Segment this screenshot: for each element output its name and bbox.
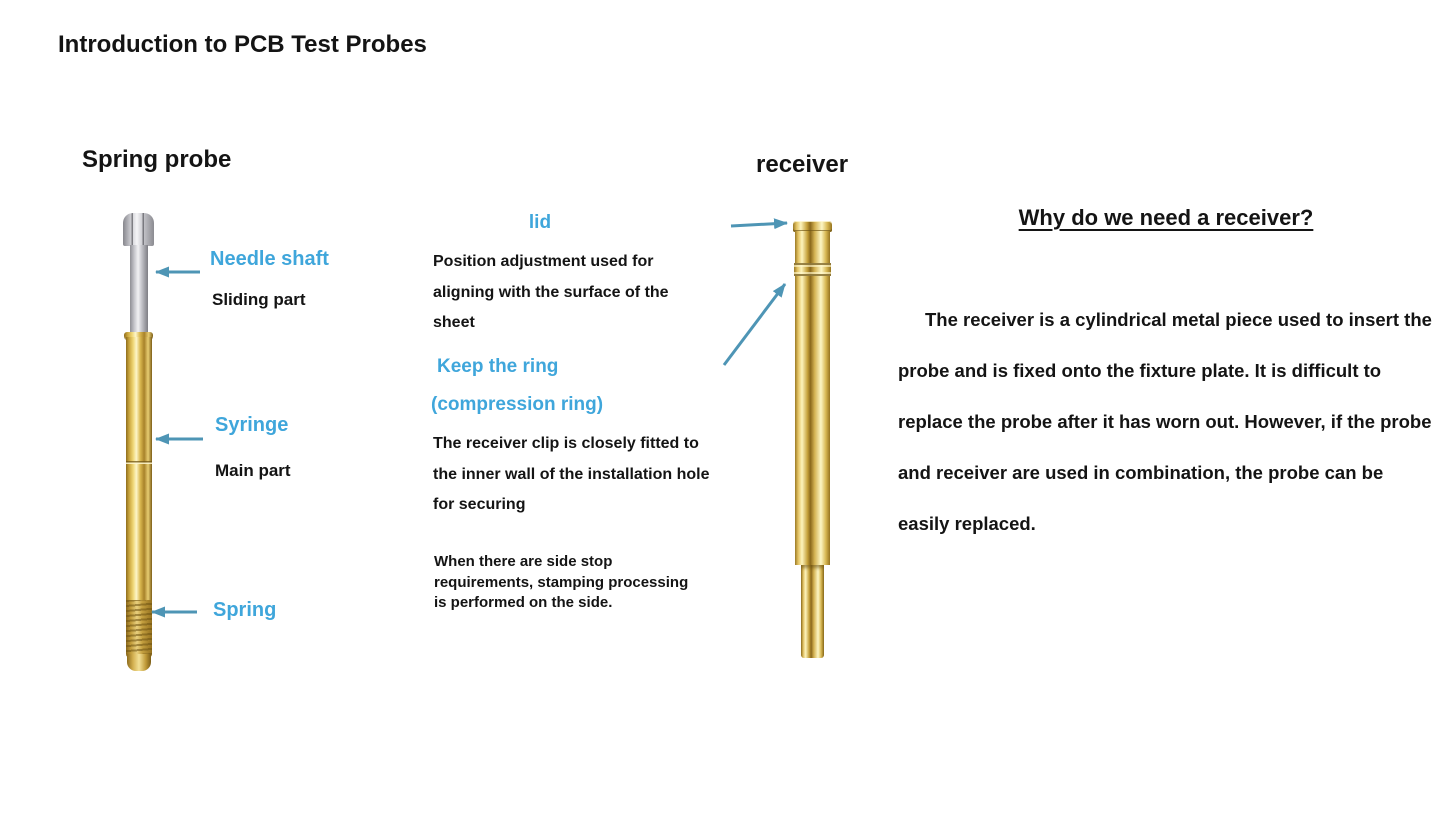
receiver-compression-ring	[794, 263, 831, 276]
probe-bottom-cap	[127, 654, 151, 671]
lid-description: Position adjustment used for aligning wi…	[433, 253, 669, 331]
why-receiver-paragraph: The receiver is a cylindrical metal piec…	[898, 309, 1432, 534]
lid-arrow	[730, 218, 788, 230]
keep-ring-heading-line1: Keep the ring	[437, 356, 559, 377]
probe-barrel-collar	[124, 332, 153, 339]
needle-shaft-label: Needle shaft	[210, 248, 329, 270]
page-title: Introduction to PCB Test Probes	[58, 31, 427, 58]
sliding-part-label: Sliding part	[212, 290, 306, 309]
side-stop-note: When there are side stop requirements, s…	[434, 553, 689, 611]
spring-probe-heading: Spring probe	[82, 146, 232, 173]
compression-ring-arrow	[722, 283, 787, 366]
spring-label: Spring	[213, 599, 277, 621]
receiver-body	[795, 231, 830, 565]
receiver-top-lip	[793, 221, 832, 232]
syringe-label: Syringe	[215, 414, 289, 436]
receiver-lower-shaft	[801, 565, 824, 658]
main-part-label: Main part	[215, 461, 291, 480]
keep-ring-description: The receiver clip is closely fitted to t…	[433, 435, 710, 513]
lid-heading: lid	[528, 212, 552, 233]
keep-ring-heading-line2: (compression ring)	[431, 394, 604, 415]
probe-spring-section	[126, 600, 152, 658]
receiver-heading: receiver	[756, 151, 849, 178]
probe-barrel-seam	[126, 461, 152, 464]
why-receiver-heading: Why do we need a receiver?	[1018, 205, 1314, 230]
probe-barrel	[126, 337, 152, 600]
probe-needle-tip-crown	[123, 213, 154, 246]
probe-needle-shaft	[130, 245, 148, 335]
